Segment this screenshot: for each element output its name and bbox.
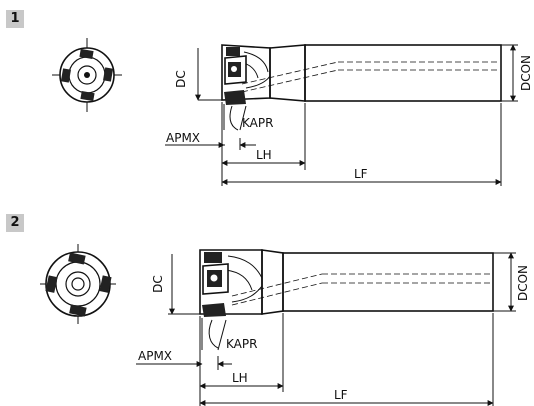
figure-1-label-apmx: APMX: [166, 131, 200, 145]
figure-1-number-badge: 1: [6, 10, 24, 28]
figure-2-label-dc: DC: [151, 275, 165, 293]
figure-2-label-lh: LH: [232, 371, 248, 385]
figure-1-dimension-labels: DC DCON KAPR APMX LH LF: [166, 55, 533, 181]
figure-1-end-inserts: [60, 48, 114, 102]
figure-1-label-dc: DC: [174, 70, 188, 88]
figure-1-label-lf: LF: [354, 167, 368, 181]
figure-1-end-view: [52, 38, 122, 112]
figure-1-dimensions: [165, 44, 518, 186]
figure-1-tool-body: [221, 44, 502, 102]
figure-1-inserts: [224, 47, 247, 105]
figure-2-tool-body: [199, 249, 494, 315]
figure-2-end-inserts: [45, 252, 112, 317]
figure-2-label-lf: LF: [334, 388, 348, 402]
figure-2-dimension-labels: DC DCON KAPR APMX LH LF: [138, 265, 530, 402]
figure-2-label-dcon: DCON: [516, 265, 530, 301]
figure-2-dimensions: [136, 252, 516, 406]
figure-2-label-apmx: APMX: [138, 349, 172, 363]
figure-1-label-lh: LH: [256, 148, 272, 162]
figure-2-number-badge: 2: [6, 214, 24, 232]
figure-2-end-view: [40, 244, 116, 324]
figure-2-inserts: [202, 252, 229, 317]
figure-1-label-kapr: KAPR: [242, 116, 273, 130]
figure-1-label-dcon: DCON: [519, 55, 533, 91]
figure-2-label-kapr: KAPR: [226, 337, 257, 351]
